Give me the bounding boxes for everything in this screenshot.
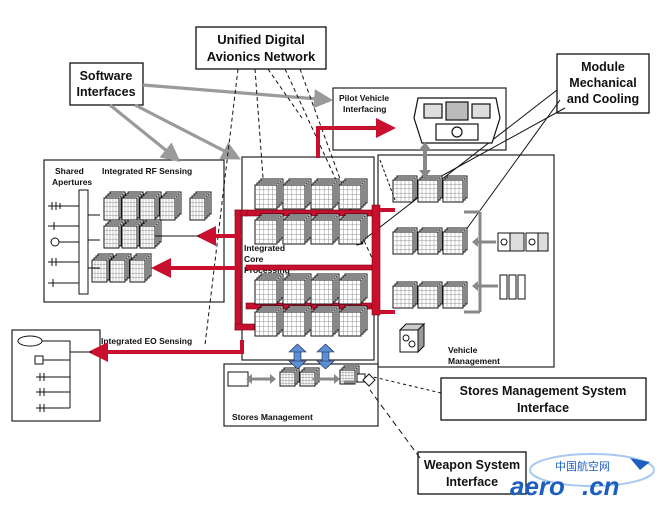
watermark-brand: aero xyxy=(510,471,565,501)
processing-module xyxy=(279,367,300,387)
callout-line: and Cooling xyxy=(567,92,639,106)
processing-module xyxy=(310,305,340,337)
rf-interconnect-lines xyxy=(88,214,200,269)
rf-sensing-modules xyxy=(91,191,212,283)
processing-module xyxy=(109,253,132,283)
processing-module xyxy=(103,191,126,221)
processing-module xyxy=(442,175,468,203)
callout-line: Avionics Network xyxy=(207,49,316,64)
callout-line: Interface xyxy=(446,475,498,489)
callout-line: Module xyxy=(581,60,625,74)
callout-line: Weapon System xyxy=(424,458,520,472)
eo-sensing-block xyxy=(11,329,101,422)
processing-module xyxy=(392,281,418,309)
weapon-system-interface-callout: Weapon System Interface xyxy=(417,451,527,495)
processing-module xyxy=(139,219,162,249)
processing-module xyxy=(282,213,312,245)
processing-module xyxy=(282,273,312,305)
vm-dashed-callouts xyxy=(379,159,396,201)
shared-apertures-label: Apertures xyxy=(52,177,92,187)
vehicle-management-label: Vehicle xyxy=(448,345,478,355)
processing-module xyxy=(299,367,320,387)
processing-module xyxy=(121,219,144,249)
callout-line: Interface xyxy=(517,401,569,415)
eo-sensing-label: Integrated EO Sensing xyxy=(101,336,192,346)
processing-module xyxy=(139,191,162,221)
rf-sensing-label: Integrated RF Sensing xyxy=(102,166,192,176)
processing-module xyxy=(254,273,284,305)
processing-module xyxy=(129,253,152,283)
pilot-vehicle-label: Interfacing xyxy=(343,104,386,114)
processing-module xyxy=(159,191,182,221)
vm-grey-links xyxy=(464,210,498,314)
vehicle-management-racks xyxy=(392,175,468,309)
pilot-vm-link-head xyxy=(419,142,431,178)
processing-module xyxy=(417,281,443,309)
weapon-icons xyxy=(356,373,376,387)
processing-module xyxy=(282,178,312,210)
stores-interface-box xyxy=(227,371,249,387)
core-processing-label: Integrated xyxy=(244,243,285,253)
cockpit-display-icon xyxy=(413,97,501,144)
processing-module xyxy=(282,305,312,337)
core-module-stacks xyxy=(254,178,368,337)
interface-callout-lines xyxy=(364,374,442,459)
processing-module xyxy=(310,273,340,305)
callout-line: Mechanical xyxy=(569,76,636,90)
processing-module xyxy=(442,281,468,309)
processing-module xyxy=(189,191,212,221)
callout-line: Stores Management System xyxy=(460,384,627,398)
stores-management-interface-callout: Stores Management System Interface xyxy=(440,377,647,421)
aperture-antennas xyxy=(48,189,89,295)
watermark-tld: .cn xyxy=(582,471,620,501)
processing-module xyxy=(310,213,340,245)
vm-actuators xyxy=(497,232,549,300)
callout-line: Interfaces xyxy=(76,85,135,99)
processing-module xyxy=(392,175,418,203)
processing-module xyxy=(338,273,368,305)
processing-module xyxy=(254,305,284,337)
core-processing-label: Core xyxy=(244,254,264,264)
processing-module xyxy=(417,227,443,255)
stores-arrowheads xyxy=(246,374,340,384)
stores-management-label: Stores Management xyxy=(232,412,313,422)
watermark-chinese: 中国航空网 xyxy=(555,459,610,473)
watermark: 中国航空网 aero .cn xyxy=(510,453,655,501)
vm-grey-arrowheads xyxy=(472,237,478,291)
processing-module xyxy=(91,253,114,283)
processing-module xyxy=(417,175,443,203)
processing-module xyxy=(338,178,368,210)
core-stores-interconnect xyxy=(288,343,335,370)
processing-module xyxy=(338,213,368,245)
processing-module xyxy=(254,213,284,245)
processing-module xyxy=(310,178,340,210)
pilot-vehicle-label: Pilot Vehicle xyxy=(339,93,389,103)
software-interfaces-callout: Software Interfaces xyxy=(69,62,144,106)
vehicle-management-label: Management xyxy=(448,356,500,366)
callout-line: Unified Digital xyxy=(217,32,304,47)
red-routes xyxy=(88,118,396,362)
vm-controller xyxy=(398,322,426,354)
unified-network-callout: Unified Digital Avionics Network xyxy=(195,26,327,70)
processing-module xyxy=(254,178,284,210)
processing-module xyxy=(338,305,368,337)
shared-apertures-label: Shared xyxy=(55,166,84,176)
callout-line: Software xyxy=(80,69,133,83)
processing-module xyxy=(442,227,468,255)
processing-module xyxy=(392,227,418,255)
module-mechanical-cooling-callout: Module Mechanical and Cooling xyxy=(556,53,650,114)
stores-grey-arrows xyxy=(252,377,356,384)
software-interface-arrows xyxy=(108,83,334,163)
eo-sensors xyxy=(17,335,92,412)
processing-module xyxy=(103,219,126,249)
